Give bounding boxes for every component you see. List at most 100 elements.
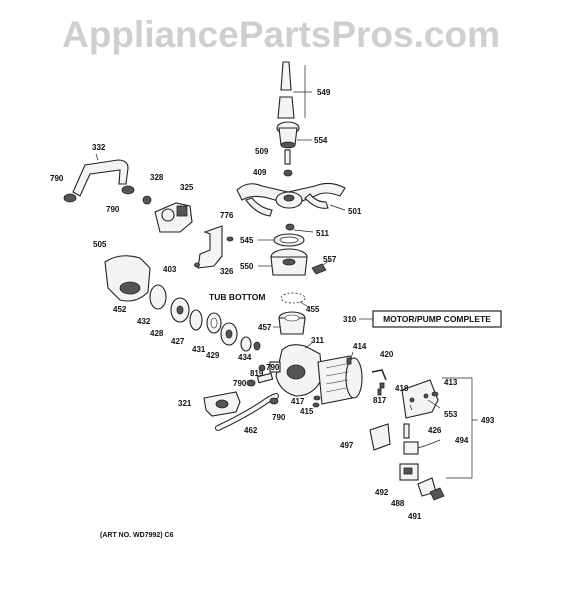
label-790b: 790 bbox=[106, 205, 120, 214]
part-557-clip[interactable] bbox=[311, 263, 327, 275]
label-414: 414 bbox=[353, 342, 367, 351]
part-819-hose[interactable] bbox=[256, 372, 274, 384]
tub-bottom-ring bbox=[280, 292, 306, 304]
label-817: 817 bbox=[373, 396, 387, 405]
part-403-screw[interactable] bbox=[194, 262, 200, 268]
part-415-screw[interactable] bbox=[312, 402, 320, 408]
leader-501 bbox=[329, 204, 346, 211]
part-776-screw[interactable] bbox=[226, 236, 234, 242]
part-414-screw[interactable] bbox=[346, 357, 352, 365]
part-325-water-valve[interactable] bbox=[154, 202, 193, 233]
part-505-chamber[interactable] bbox=[104, 255, 151, 302]
part-494-switch[interactable] bbox=[403, 439, 441, 455]
part-452-strainer[interactable] bbox=[149, 284, 167, 310]
label-455: 455 bbox=[306, 305, 320, 314]
part-790-clamp-e[interactable] bbox=[269, 397, 279, 405]
tub-bottom-label: TUB BOTTOM bbox=[209, 292, 266, 302]
motor-pump-complete-label: MOTOR/PUMP COMPLETE bbox=[383, 314, 491, 324]
part-431-ring[interactable] bbox=[206, 312, 222, 334]
leader-557 bbox=[322, 259, 331, 266]
part-409-clip[interactable] bbox=[283, 169, 293, 177]
label-418: 418 bbox=[395, 384, 409, 393]
watermark-text: AppliancePartsPros.com bbox=[62, 14, 500, 55]
part-311-pump-housing[interactable] bbox=[269, 344, 323, 397]
label-417: 417 bbox=[291, 397, 305, 406]
part-497-bracket[interactable] bbox=[369, 423, 391, 451]
label-776: 776 bbox=[220, 211, 234, 220]
part-427-seal[interactable] bbox=[189, 309, 203, 331]
part-553-bracket[interactable] bbox=[401, 379, 439, 419]
label-426: 426 bbox=[428, 426, 442, 435]
label-429: 429 bbox=[206, 351, 220, 360]
part-426-spacer[interactable] bbox=[403, 423, 410, 439]
leader-332 bbox=[95, 153, 99, 161]
part-790-clamp-a[interactable] bbox=[63, 193, 77, 203]
part-326-bracket[interactable] bbox=[197, 225, 223, 269]
part-790-clamp-d[interactable] bbox=[258, 364, 266, 372]
part-545-ring[interactable] bbox=[273, 233, 305, 247]
label-432: 432 bbox=[137, 317, 151, 326]
part-549-spray-tower[interactable] bbox=[277, 61, 295, 119]
part-817-screw[interactable] bbox=[377, 388, 382, 396]
label-790d: 790 bbox=[233, 379, 247, 388]
label-462: 462 bbox=[244, 426, 258, 435]
label-332: 332 bbox=[92, 143, 106, 152]
label-493: 493 bbox=[481, 416, 495, 425]
label-557: 557 bbox=[323, 255, 337, 264]
label-325: 325 bbox=[180, 183, 194, 192]
leader-455 bbox=[299, 301, 311, 309]
part-550-housing[interactable] bbox=[270, 248, 308, 276]
leader-311 bbox=[304, 342, 313, 349]
label-310: 310 bbox=[343, 315, 357, 324]
label-545: 545 bbox=[240, 236, 254, 245]
label-509: 509 bbox=[255, 147, 269, 156]
label-420: 420 bbox=[380, 350, 394, 359]
label-311: 311 bbox=[311, 336, 324, 345]
bracket-493 bbox=[442, 377, 478, 479]
label-790a: 790 bbox=[50, 174, 64, 183]
art-number: (ART NO. WD7992) C6 bbox=[100, 532, 174, 539]
label-494: 494 bbox=[455, 436, 469, 445]
part-501-spray-arm[interactable] bbox=[236, 182, 346, 217]
label-505: 505 bbox=[93, 240, 107, 249]
part-492-switch[interactable] bbox=[399, 463, 419, 481]
label-492: 492 bbox=[375, 488, 389, 497]
label-501: 501 bbox=[348, 207, 362, 216]
label-790c: 790 bbox=[266, 363, 280, 372]
part-434-seal[interactable] bbox=[240, 336, 261, 352]
part-418-clip[interactable] bbox=[379, 382, 385, 389]
label-554: 554 bbox=[314, 136, 328, 145]
part-462-drain-hose[interactable] bbox=[215, 393, 279, 431]
part-790-clamp-c[interactable] bbox=[246, 379, 256, 387]
label-819: 819 bbox=[250, 369, 264, 378]
part-428-impeller[interactable] bbox=[170, 297, 190, 323]
label-511: 511 bbox=[316, 229, 329, 238]
part-321-bracket[interactable] bbox=[203, 391, 241, 417]
part-motor[interactable] bbox=[317, 355, 363, 405]
part-429-cover[interactable] bbox=[220, 322, 238, 346]
part-413-screw[interactable] bbox=[431, 391, 439, 397]
part-332-hose[interactable] bbox=[72, 159, 129, 197]
part-511-washer[interactable] bbox=[285, 223, 295, 231]
label-431: 431 bbox=[192, 345, 206, 354]
motor-pump-complete-box[interactable]: MOTOR/PUMP COMPLETE bbox=[372, 310, 502, 328]
part-457-gasket[interactable] bbox=[278, 311, 306, 335]
label-497: 497 bbox=[340, 441, 354, 450]
part-790-clamp-b[interactable] bbox=[121, 185, 135, 195]
label-434: 434 bbox=[238, 353, 252, 362]
label-413: 413 bbox=[444, 378, 458, 387]
part-328-washer[interactable] bbox=[142, 195, 152, 205]
label-428: 428 bbox=[150, 329, 164, 338]
label-491: 491 bbox=[408, 512, 422, 521]
part-554-nut[interactable] bbox=[276, 121, 300, 149]
label-328: 328 bbox=[150, 173, 164, 182]
part-420-wire[interactable] bbox=[371, 369, 387, 381]
label-403: 403 bbox=[163, 265, 177, 274]
part-417-screw[interactable] bbox=[313, 395, 321, 401]
label-457: 457 bbox=[258, 323, 272, 332]
label-326: 326 bbox=[220, 267, 234, 276]
label-790e: 790 bbox=[272, 413, 286, 422]
part-491-clip[interactable] bbox=[429, 487, 445, 501]
part-509-screw[interactable] bbox=[284, 149, 291, 165]
